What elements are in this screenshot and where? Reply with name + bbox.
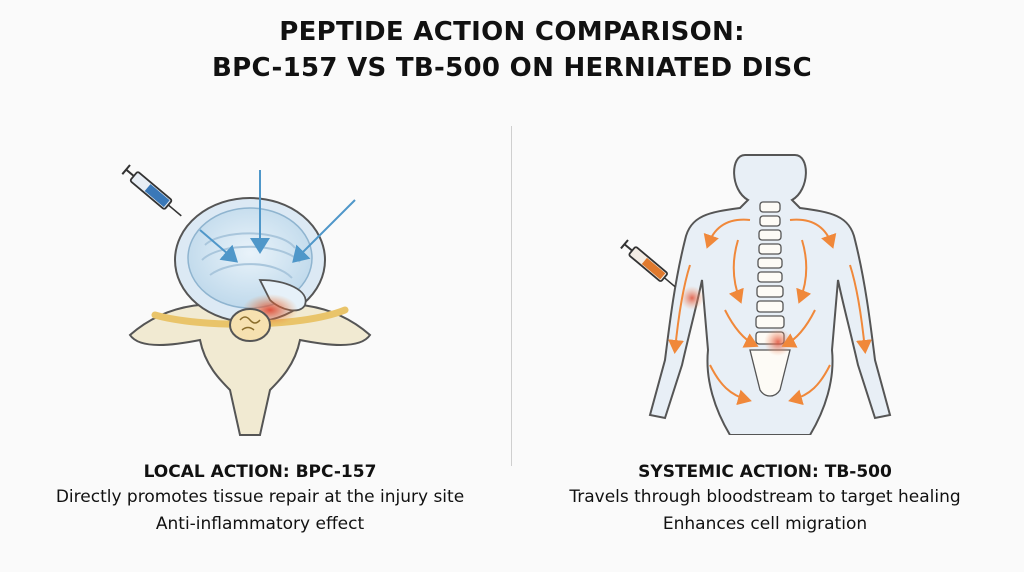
right-heading: SYSTEMIC ACTION: TB-500 [638,462,892,482]
left-heading: LOCAL ACTION: BPC-157 [143,462,377,482]
right-line-2: Enhances cell migration [662,514,868,534]
syringe-icon [121,164,182,217]
syringe-icon [620,239,676,288]
right-line-1: Travels through bloodstream to target he… [569,487,961,507]
local-action-arrows [199,170,356,263]
page-title: PEPTIDE ACTION COMPARISON: BPC-157 VS TB… [0,14,1024,86]
left-line-1: Directly promotes tissue repair at the i… [55,487,465,507]
left-caption: LOCAL ACTION: BPC-157 Directly promotes … [30,460,490,538]
panel-divider [511,126,512,466]
left-line-2: Anti-inflammatory effect [155,514,365,534]
spine [749,201,791,397]
intervertebral-disc [174,197,326,323]
title-line-1: PEPTIDE ACTION COMPARISON: [279,17,745,47]
spinal-cord [229,308,271,342]
title-line-2: BPC-157 VS TB-500 ON HERNIATED DISC [212,53,812,83]
human-torso-illustration [620,154,892,435]
systemic-action-arrows [668,218,872,406]
vertebra-disc-illustration [121,164,372,436]
right-caption: SYSTEMIC ACTION: TB-500 Travels through … [535,460,995,538]
